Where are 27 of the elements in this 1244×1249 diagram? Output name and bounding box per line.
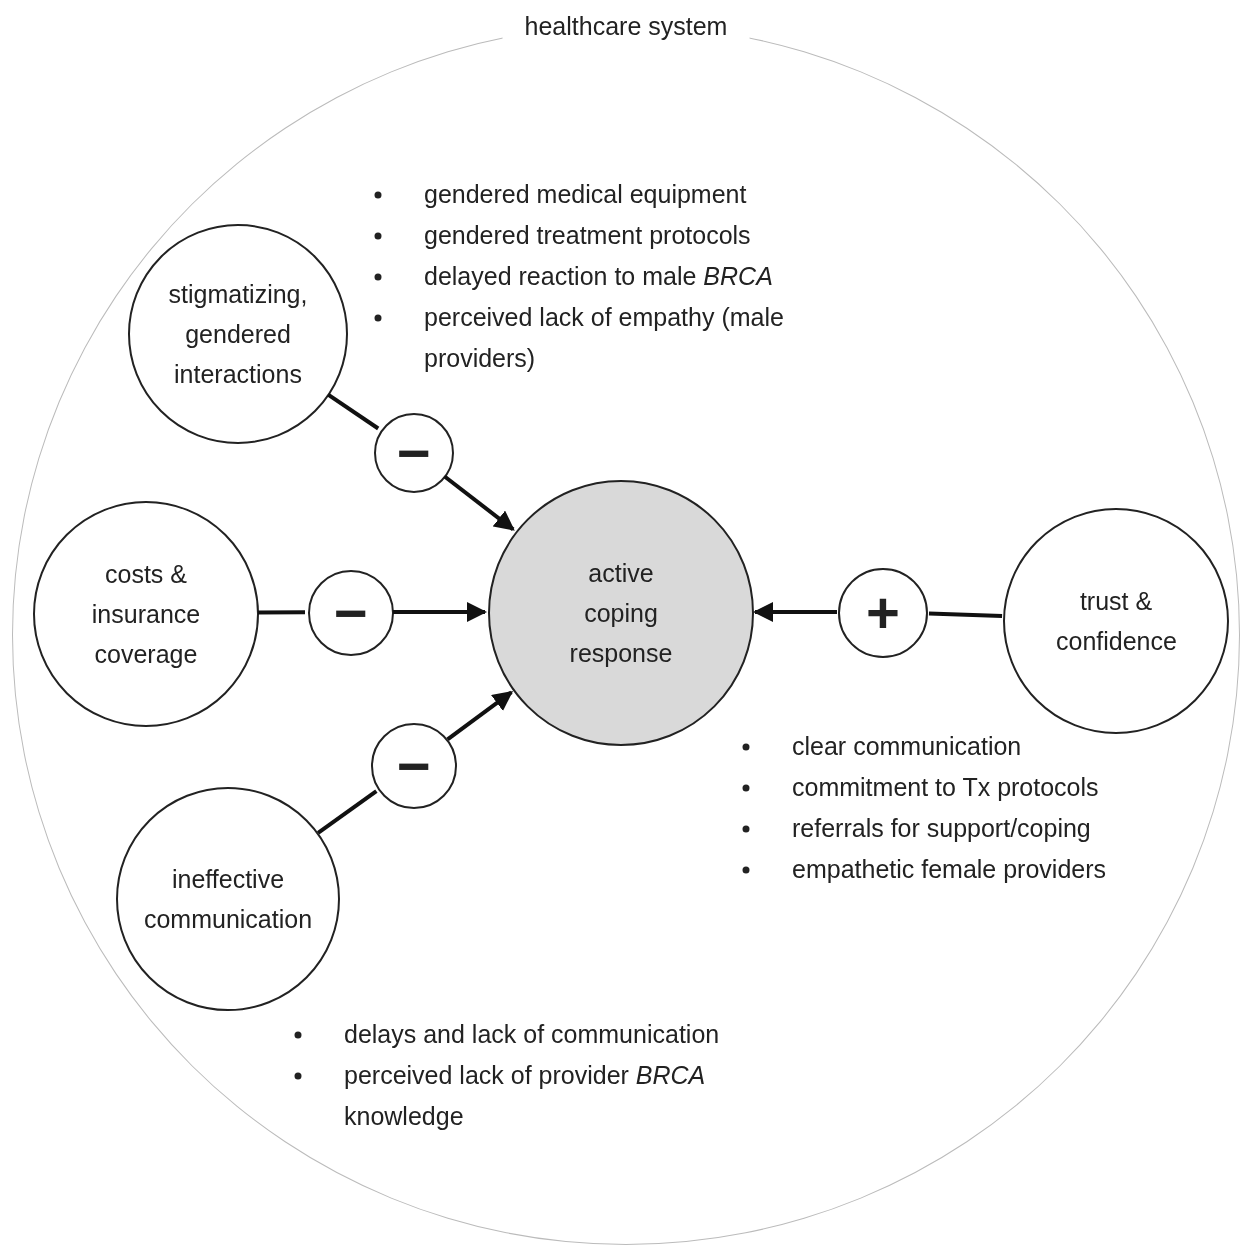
- bullet-text: gendered medical equipment: [424, 180, 747, 208]
- node-label: trust & confidence: [1056, 586, 1176, 657]
- connector-line: [327, 392, 380, 431]
- bullet-text: commitment to Tx protocols: [792, 773, 1099, 801]
- sign-label: −: [334, 584, 368, 642]
- connector-line: [316, 789, 378, 835]
- node-label: stigmatizing, gendered interactions: [167, 279, 309, 390]
- bullet-text: perceived lack of provider BRCA knowledge: [344, 1061, 706, 1130]
- bullet-text: gendered treatment protocols: [424, 221, 751, 249]
- arrow: [393, 602, 487, 622]
- arrow: [443, 474, 515, 532]
- sign-label: +: [866, 584, 900, 642]
- bullet-text: delayed reaction to male BRCA: [424, 262, 773, 290]
- node-label: active coping response: [568, 558, 674, 669]
- node-label: ineffective communication: [142, 864, 314, 935]
- sign-label: −: [397, 424, 431, 482]
- connector-line: [258, 610, 305, 615]
- node-label: costs & insurance coverage: [90, 559, 202, 670]
- bullet-text: delays and lack of communication: [344, 1020, 720, 1048]
- bullet-text: perceived lack of empathy (male providers): [424, 303, 784, 372]
- arrow: [753, 602, 837, 622]
- arrow: [446, 690, 514, 742]
- bullet-text: referrals for support/coping: [792, 814, 1091, 842]
- sign-label: −: [397, 737, 431, 795]
- bullet-text: clear communication: [792, 732, 1022, 760]
- bullet-text: empathetic female providers: [792, 855, 1107, 883]
- connector-line: [928, 611, 1003, 619]
